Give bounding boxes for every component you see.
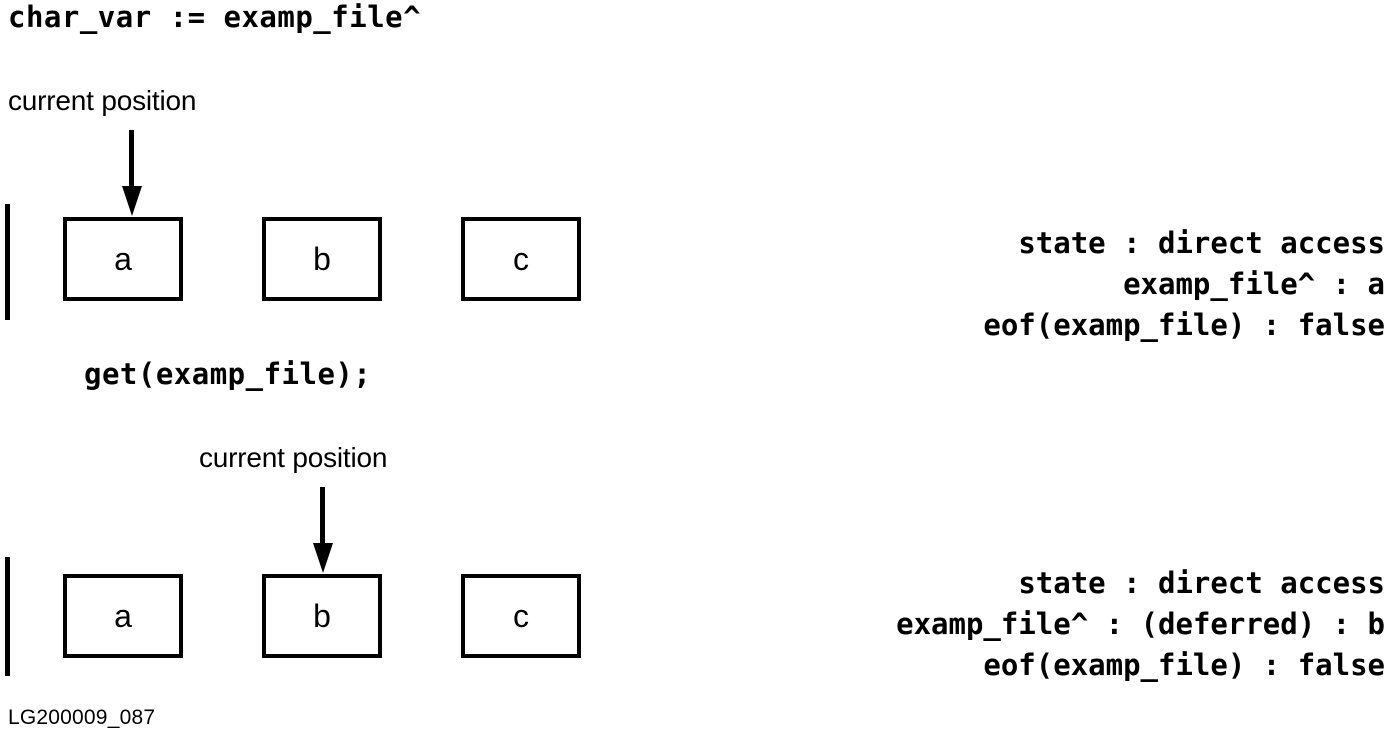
current-position-label-2: current position (199, 442, 388, 473)
status-separator: : (1105, 226, 1159, 260)
file-cell: a (63, 574, 183, 658)
file-cell-label: c (513, 598, 529, 634)
margin-bar-1 (5, 204, 10, 320)
file-cell: a (63, 217, 183, 301)
file-cell: c (461, 217, 581, 301)
file-cell: c (461, 574, 581, 658)
status-separator: : (1315, 267, 1368, 301)
status-value: a (1367, 267, 1385, 301)
status-separator: : (1245, 308, 1298, 342)
status-row: examp_file^ : (deferred) : b (826, 604, 1385, 645)
file-cell-label: a (114, 598, 132, 634)
status-value: false (1297, 648, 1385, 682)
margin-bar-2 (5, 557, 10, 676)
current-position-label-1: current position (8, 85, 197, 116)
status-separator: : (1105, 566, 1159, 600)
status-value: direct access (1158, 226, 1385, 260)
arrow-down-icon-1 (118, 130, 146, 221)
figure-id-caption: LG200009_087 (8, 706, 156, 729)
status-row: eof(examp_file) : false (844, 305, 1385, 346)
status-row: state : direct access (826, 563, 1385, 604)
file-cell-label: c (513, 241, 529, 277)
status-key: eof(examp_file) (983, 308, 1246, 342)
status-value: direct access (1158, 566, 1385, 600)
status-block-after-get: state : direct access examp_file^ : (def… (826, 563, 1385, 686)
status-row: eof(examp_file) : false (826, 645, 1385, 686)
file-cell-label: b (313, 241, 331, 277)
code-line-get-call: get(examp_file); (84, 357, 372, 391)
status-key: eof(examp_file) (983, 648, 1246, 682)
file-cell-label: b (313, 598, 331, 634)
code-line-assignment: char_var := examp_file^ (8, 0, 422, 34)
status-key: examp_file^ (1123, 267, 1316, 301)
file-cell: b (262, 574, 382, 658)
status-separator: : (1245, 648, 1298, 682)
status-row: examp_file^ : a (844, 264, 1385, 305)
status-value: false (1297, 308, 1385, 342)
status-key: examp_file^ (896, 607, 1089, 641)
status-key: state (1018, 226, 1106, 260)
file-cell-label: a (114, 241, 132, 277)
status-separator: : (1088, 607, 1141, 641)
status-value: (deferred) : b (1140, 607, 1385, 641)
status-block-before-get: state : direct access examp_file^ : a eo… (844, 223, 1385, 346)
file-cell: b (262, 217, 382, 301)
arrow-down-icon-2 (309, 487, 337, 578)
status-row: state : direct access (844, 223, 1385, 264)
status-key: state (1018, 566, 1106, 600)
